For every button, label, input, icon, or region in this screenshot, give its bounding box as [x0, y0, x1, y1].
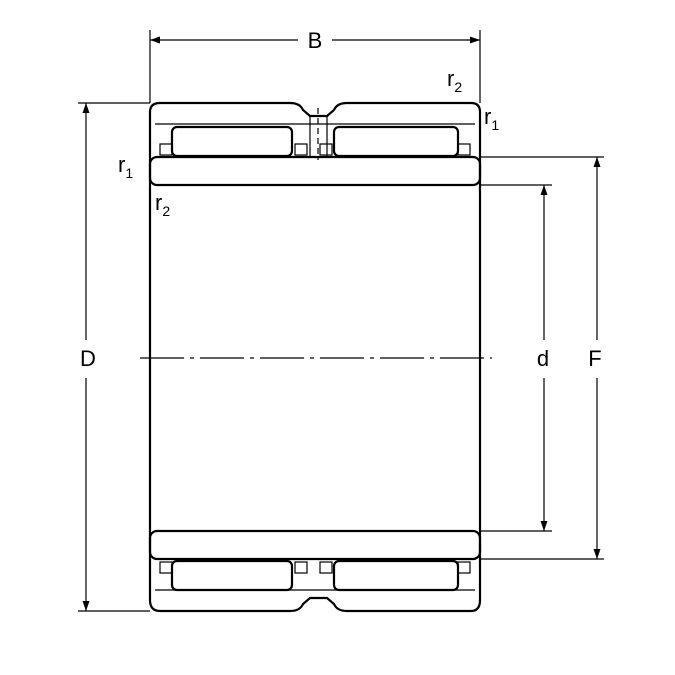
- label-r1-top-right: r1: [484, 104, 499, 133]
- top-right-roller: [332, 125, 460, 158]
- dimension-d-bore: d: [480, 184, 552, 532]
- label-b: B: [308, 28, 323, 53]
- bottom-right-roller: [332, 559, 460, 592]
- bottom-roller-section: [155, 558, 475, 592]
- bottom-left-roller: [170, 559, 294, 592]
- label-d-outer: D: [80, 346, 96, 371]
- top-roller-section: [155, 108, 475, 160]
- label-d-bore: d: [537, 346, 549, 371]
- dimension-d-outer: D: [78, 102, 150, 612]
- dimension-b: B: [149, 28, 481, 103]
- label-r2-top-right: r2: [447, 66, 462, 95]
- label-r2-left: r2: [155, 190, 170, 219]
- dimension-f: F: [480, 156, 604, 560]
- outer-ring-outline: [148, 101, 482, 613]
- label-r1-left: r1: [118, 152, 133, 181]
- label-f: F: [588, 346, 601, 371]
- top-left-roller: [170, 125, 294, 158]
